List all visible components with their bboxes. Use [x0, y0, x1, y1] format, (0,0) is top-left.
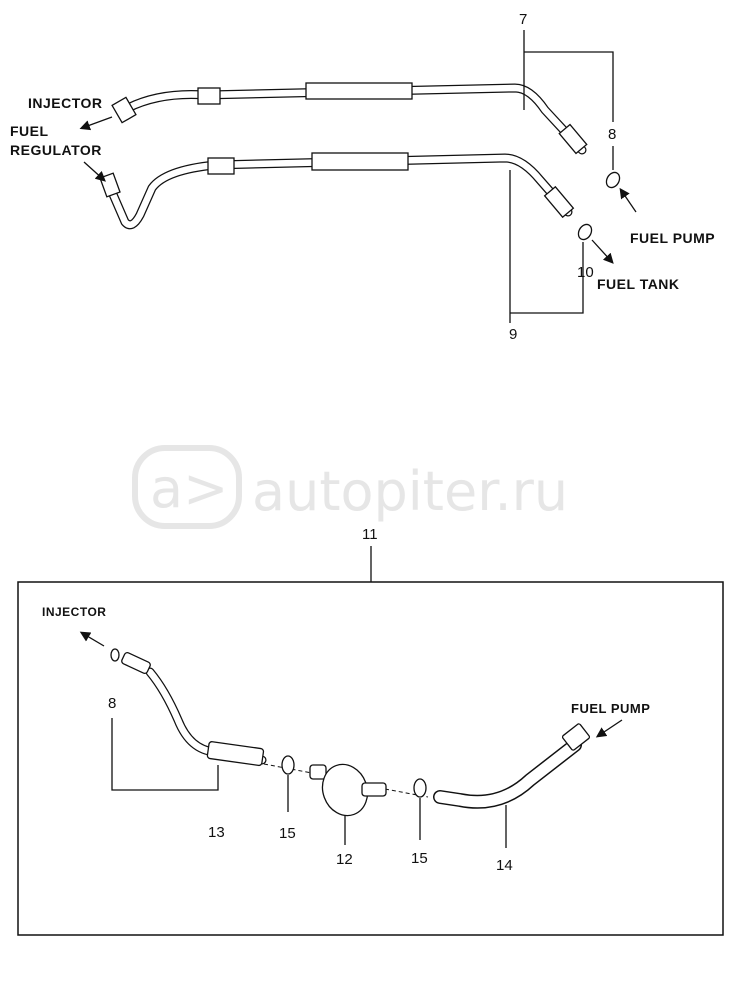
callout-8: 8: [608, 126, 616, 143]
assembly-frame: [17, 581, 724, 936]
pipe-end-sleeve: [206, 741, 265, 767]
pipe-sleeve: [197, 87, 221, 105]
injector-fuel-pipe: [111, 82, 588, 155]
label-fuel-regulator-line1: FUEL: [10, 123, 49, 139]
o-ring: [605, 171, 621, 189]
pump-fitting-nut: [561, 723, 591, 751]
injector-nut: [111, 96, 137, 124]
injector-fitting: [121, 651, 151, 675]
pipe-13: [121, 651, 267, 767]
label-fuel-pump: FUEL PUMP: [571, 701, 650, 716]
o-ring: [110, 648, 120, 662]
regulator-fuel-pipe: [99, 152, 575, 230]
lower-assembly: 11 INJECTOR 8 13 15 12 15: [17, 526, 724, 936]
label-injector: INJECTOR: [42, 605, 106, 619]
pipe-end-nut: [543, 185, 575, 219]
label-fuel-pump: FUEL PUMP: [630, 230, 715, 246]
watermark: a> autopiter.ru: [132, 445, 568, 529]
callout-11: 11: [362, 526, 378, 543]
regulator-fitting: [99, 172, 121, 198]
watermark-logo: a>: [150, 457, 228, 520]
label-fuel-tank: FUEL TANK: [597, 276, 680, 292]
label-injector: INJECTOR: [28, 95, 103, 111]
callout-12: 12: [336, 851, 353, 868]
hose-clip: [281, 755, 295, 775]
pipe-hose-section: [311, 152, 409, 171]
watermark-logo-icon: [132, 445, 242, 529]
pipe-end-nut: [558, 123, 588, 155]
callout-7: 7: [519, 11, 527, 28]
fuel-damper-12: [309, 763, 387, 817]
upper-assembly: 7 8 FUEL PUMP 10 FUEL TANK 9 INJECTOR FU…: [10, 11, 715, 343]
callout-15-a: 15: [279, 825, 296, 842]
hose-clip: [413, 778, 427, 798]
pipe-sleeve: [207, 157, 235, 175]
callout-8-lower: 8: [108, 695, 116, 712]
hose-14: [433, 723, 591, 809]
pipe-hose-section: [305, 82, 413, 100]
callout-9: 9: [509, 326, 517, 343]
watermark-text: autopiter.ru: [252, 460, 568, 523]
callout-14: 14: [496, 857, 513, 874]
callout-15-b: 15: [411, 850, 428, 867]
label-fuel-regulator-line2: REGULATOR: [10, 142, 102, 158]
callout-10: 10: [577, 264, 594, 281]
callout-13: 13: [208, 824, 225, 841]
o-ring: [577, 223, 593, 241]
